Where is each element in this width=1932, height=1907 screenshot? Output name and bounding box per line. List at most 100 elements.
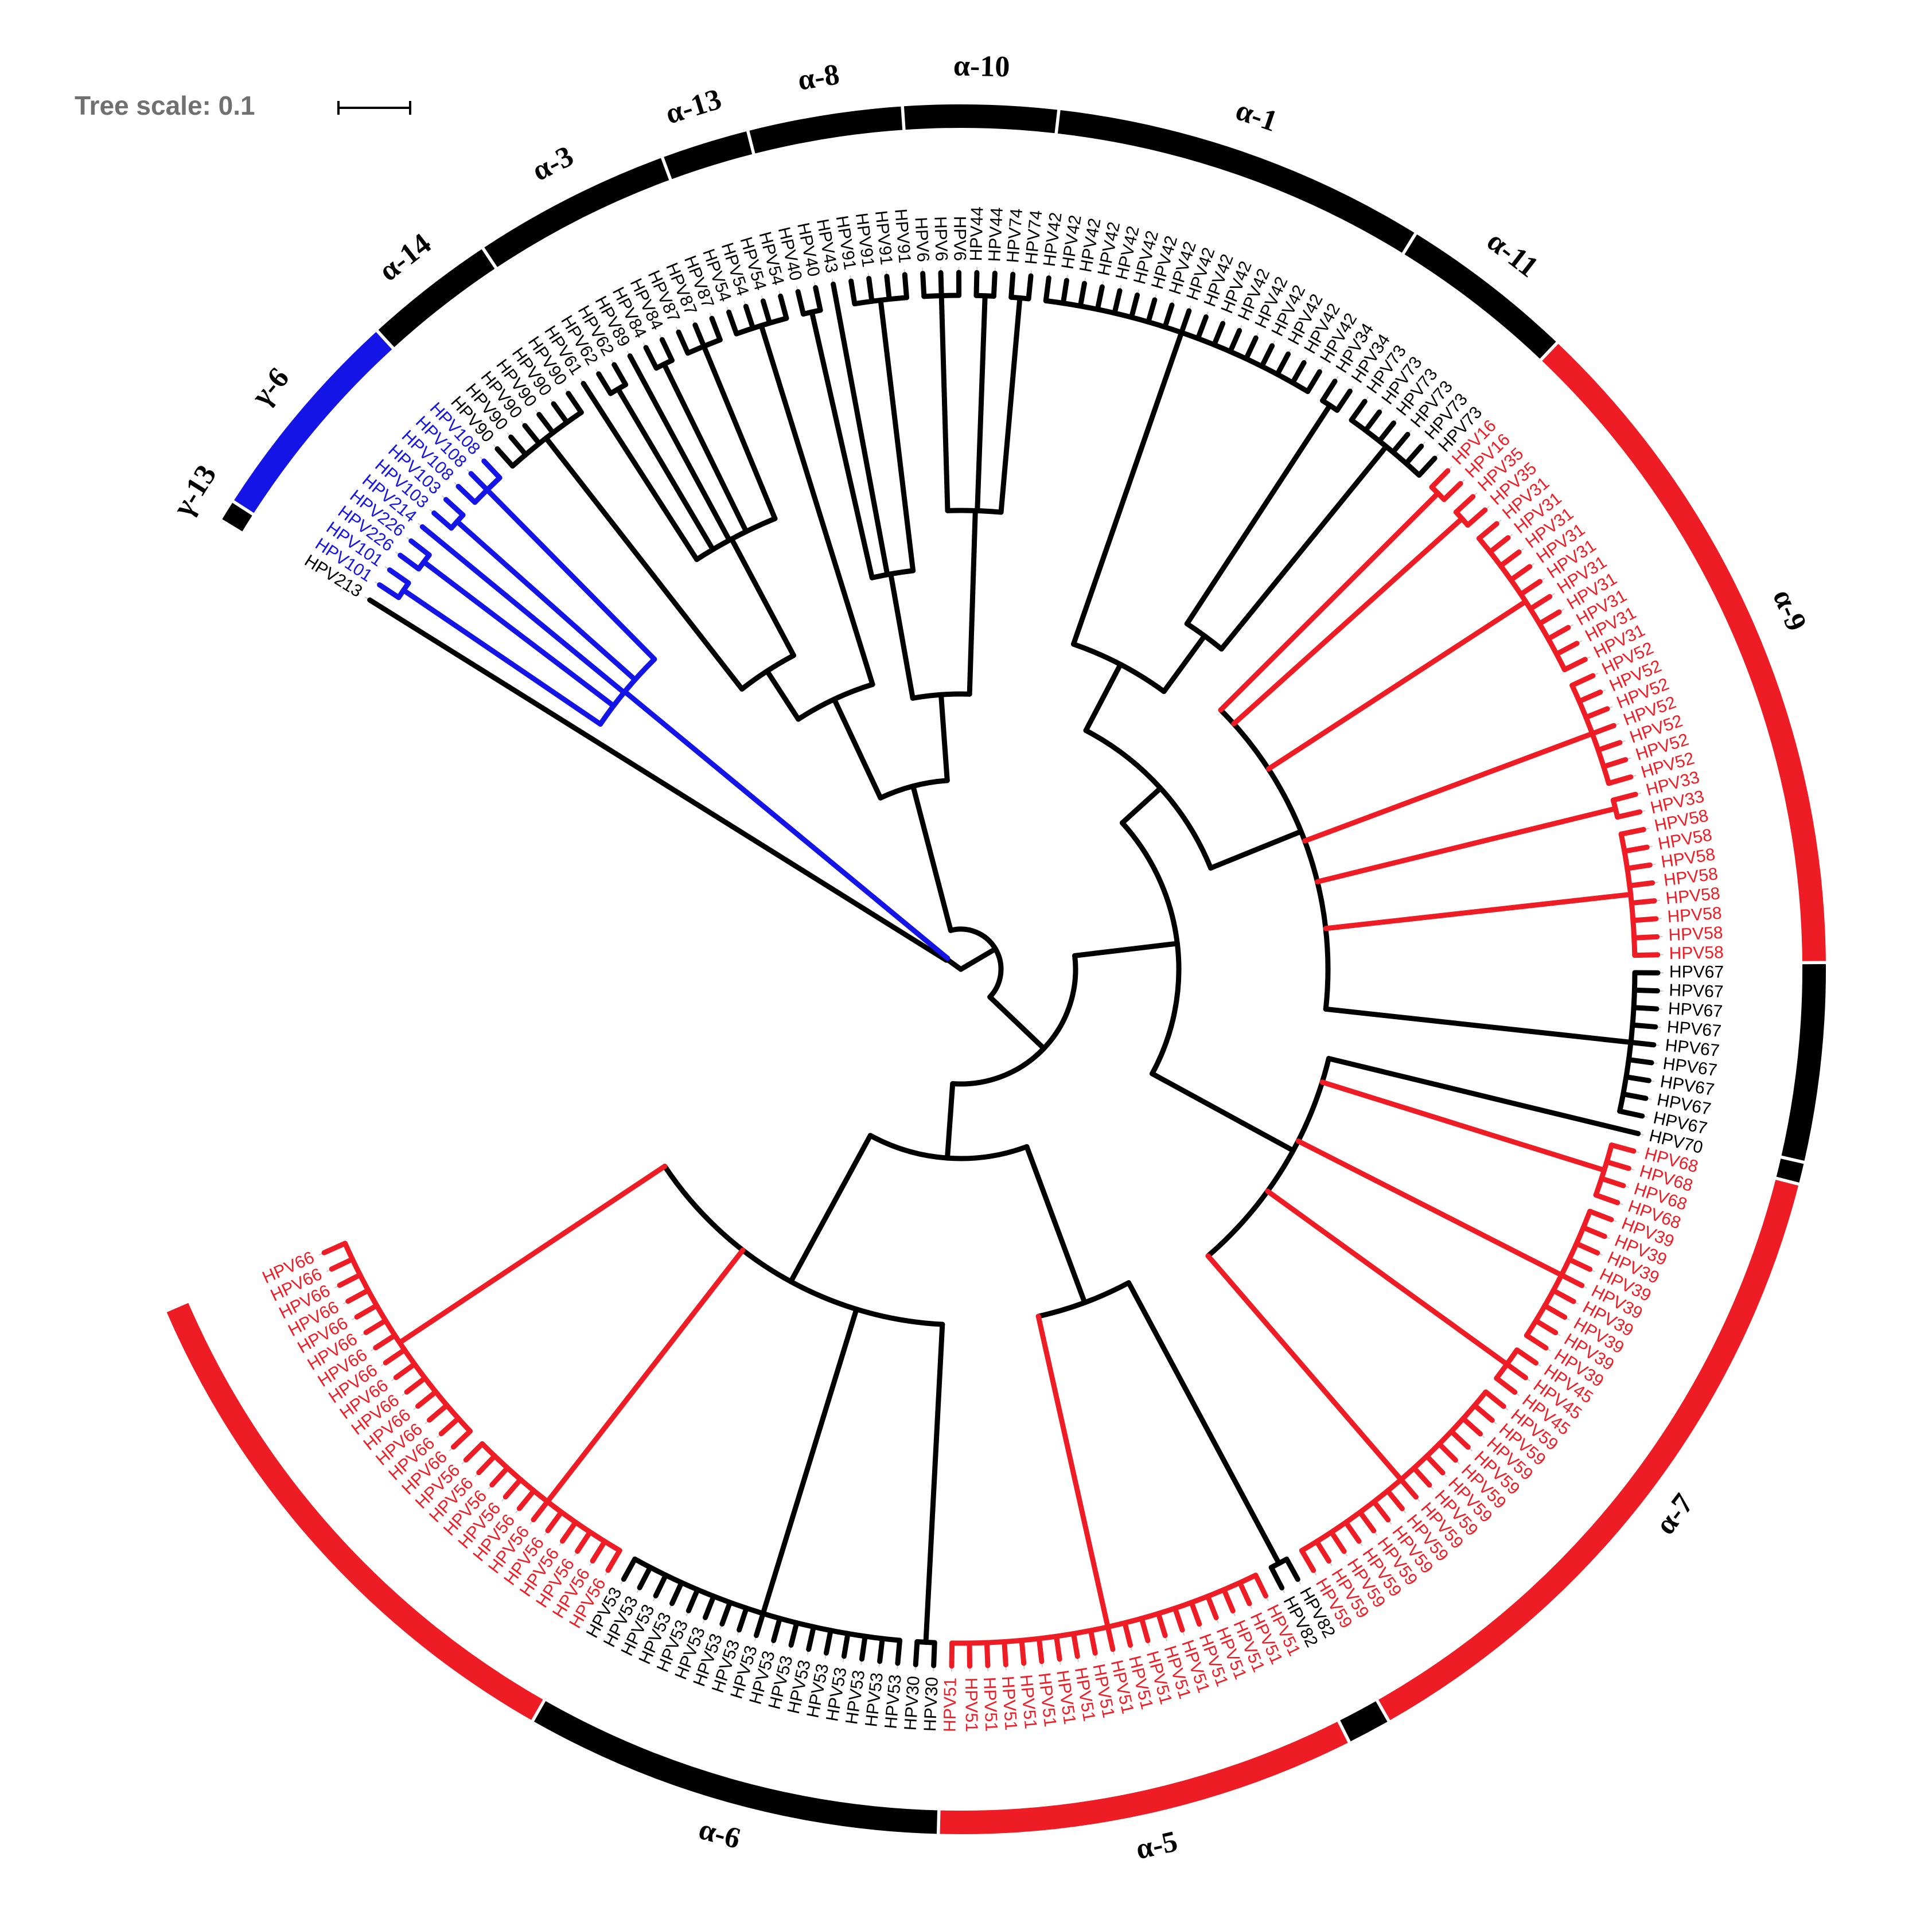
tree-branch (1035, 1313, 1111, 1630)
tree-branch (726, 309, 739, 337)
tree-branch (1323, 1006, 1634, 1045)
leaf-guide (1012, 265, 1014, 272)
clade-label: α-3 (527, 140, 578, 188)
tree-branch (1043, 275, 1051, 303)
tree-branch (778, 293, 789, 321)
leaf-label: HPV6 (950, 216, 969, 261)
tree-branch (1071, 1631, 1080, 1659)
leaf-guide (1656, 1044, 1663, 1047)
tree-branch (1070, 330, 1185, 647)
tree-branch (1290, 360, 1307, 385)
tree-branch-arc (1218, 707, 1331, 1012)
leaf-guide (542, 1532, 547, 1539)
leaf-label: HPV58 (1668, 923, 1723, 945)
leaf-guide (806, 1651, 809, 1659)
leaf-guide (451, 479, 457, 486)
tree-branch (1625, 862, 1653, 871)
leaf-guide (1266, 1597, 1271, 1605)
leaf-guide (1403, 1510, 1409, 1516)
leaf-guide (625, 348, 630, 354)
tree-branch (1630, 916, 1659, 923)
tree-branch (1161, 633, 1208, 695)
tree-branch (1604, 1159, 1631, 1171)
tree-branch (1195, 314, 1209, 341)
leaf-guide (1619, 1203, 1627, 1207)
leaf-label: HPV51 (940, 1678, 960, 1732)
leaf-guide (1389, 1521, 1395, 1528)
tree-branch (1218, 490, 1441, 713)
leaf-label: HPV67 (1666, 1017, 1722, 1041)
leaf-guide (1417, 1498, 1423, 1504)
leaf-guide (1335, 373, 1341, 380)
leaf-label: HPV44 (985, 207, 1007, 263)
tree-branch (476, 1453, 497, 1476)
leaf-guide (718, 1625, 722, 1633)
tree-branch (1026, 273, 1034, 302)
leaf-guide (1635, 1151, 1643, 1155)
leaf-guide (657, 331, 662, 338)
tree-branch (393, 1361, 418, 1380)
leaf-guide (357, 1333, 365, 1338)
leaf-guide (770, 1642, 774, 1650)
leaf-guide (1233, 1612, 1237, 1620)
tree-branch (1314, 1539, 1332, 1564)
tree-branch (702, 1593, 716, 1620)
tree-branch (1390, 432, 1411, 455)
tree-branch (627, 353, 732, 543)
leaf-guide (1408, 427, 1414, 434)
leaf-guide (1657, 1026, 1665, 1028)
clade-label: α-5 (1133, 1825, 1181, 1866)
tree-branch (848, 278, 858, 307)
tree-branch (1627, 880, 1656, 888)
tree-branch (1349, 399, 1368, 423)
clade-label: α-11 (1481, 225, 1544, 284)
leaf-guide (1282, 1589, 1287, 1597)
leaf-label: HPV67 (1669, 962, 1724, 981)
leaf-guide (464, 466, 470, 473)
clade-strip-segment (746, 104, 905, 157)
tree-branch (596, 371, 613, 396)
tree-branch (1139, 1616, 1151, 1643)
tree-branch (1334, 388, 1353, 413)
leaf-guide (831, 275, 833, 282)
tree-branch (438, 1415, 461, 1437)
tree-branch (1580, 1224, 1607, 1239)
tree-branch (760, 298, 773, 326)
tree-branch-arc (1610, 797, 1621, 820)
leaf-label: HPV58 (1666, 904, 1722, 927)
tree-branch (1357, 1510, 1377, 1534)
leaf-guide (903, 265, 905, 273)
tree-branch (1053, 1633, 1062, 1662)
leaf-guide (399, 1393, 406, 1398)
leaf-guide (1613, 1219, 1621, 1224)
tree-branch (1243, 335, 1259, 361)
tree-branch (455, 483, 478, 505)
tree-branch (1615, 809, 1643, 820)
leaf-label: HPV67 (1668, 999, 1723, 1021)
tree-branch (503, 1477, 523, 1500)
leaf-guide (914, 1667, 916, 1674)
tree-branch (1036, 1636, 1045, 1664)
tree-branch (753, 1610, 766, 1639)
leaf-guide (1474, 490, 1481, 496)
tree-branch (398, 552, 422, 572)
clade-label: α-9 (1766, 584, 1813, 635)
leaf-guide (593, 365, 598, 373)
clade-strip-segment (1375, 1177, 1801, 1723)
clade-strip-segment (1778, 961, 1828, 1164)
leaf-guide (849, 272, 851, 279)
leaf-guide (1084, 274, 1087, 282)
tree-branch (1343, 1519, 1362, 1544)
tree-branch (884, 274, 892, 302)
tree-branch-arc (948, 926, 1004, 1000)
tree-branch (1371, 1499, 1391, 1523)
leaf-guide (410, 1407, 417, 1413)
leaf-guide (1642, 809, 1649, 812)
leaf-guide (1077, 1658, 1080, 1666)
tree-branch-arc (878, 778, 950, 801)
leaf-guide (547, 396, 553, 403)
tree-branch (1429, 468, 1451, 490)
leaf-guide (788, 1647, 792, 1655)
tree-branch (1146, 297, 1158, 325)
tree-branch (377, 582, 402, 600)
